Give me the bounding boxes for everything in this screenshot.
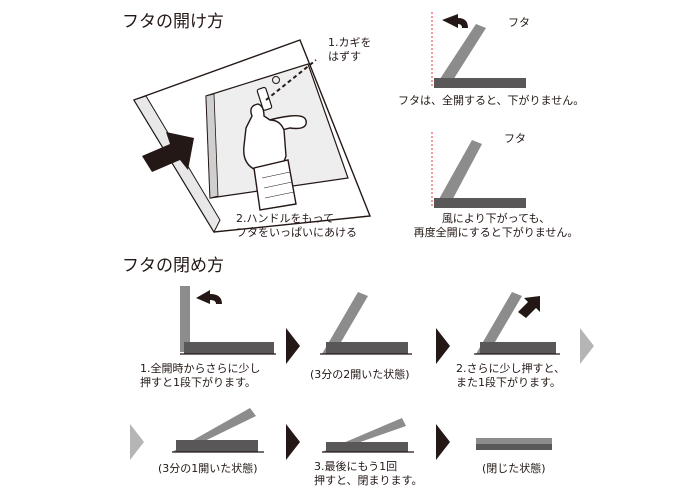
- close-step1-caption: 1.全開時からさらに少し 押すと1段下がります。: [140, 362, 261, 389]
- continue-arrow-icon: [580, 328, 594, 364]
- close-step4-caption: (3分の1開いた状態): [158, 462, 258, 475]
- next-step-arrow-icon: [436, 424, 450, 460]
- step1-unlock-label: 1.カギを はずす: [328, 36, 372, 63]
- curved-arrow-icon: [442, 14, 468, 28]
- lid-label-2: フタ: [504, 132, 526, 145]
- next-step-arrow-icon: [286, 328, 300, 364]
- next-step-arrow-icon: [436, 328, 450, 364]
- close-section-heading: フタの閉め方: [122, 256, 224, 276]
- push-arrow-icon: [142, 132, 194, 172]
- step2-open-label: 2.ハンドルをもって フタをいっぱいにあける: [236, 212, 357, 239]
- close-step4-diagram: [172, 408, 264, 453]
- close-step3-diagram: [474, 292, 560, 355]
- open-section-heading: フタの開け方: [122, 12, 224, 32]
- lid-fully-open-diagram: [431, 12, 526, 88]
- lid-wind-diagram: [431, 132, 526, 208]
- open-lid-illustration: [132, 39, 371, 234]
- close-step6-diagram: [476, 438, 552, 450]
- close-step6-caption: (閉じた状態): [482, 462, 546, 475]
- curved-arrow-icon: [196, 290, 222, 304]
- next-step-arrow-icon: [286, 424, 300, 460]
- close-step2-caption: (3分の2開いた状態): [310, 368, 410, 381]
- close-step3-caption: 2.さらに少し押すと、 また1段下がります。: [456, 362, 566, 389]
- curved-arrow-icon: [518, 296, 540, 318]
- note-1: フタは、全開すると、下がりません。: [398, 94, 585, 107]
- close-step5-caption: 3.最後にもう1回 押すと、閉まります。: [314, 460, 423, 487]
- note-2: 風により下がっても、 再度全開にすると下がりません。: [413, 212, 579, 239]
- close-step5-diagram: [322, 418, 414, 453]
- close-step1-diagram: [180, 286, 276, 355]
- lid-label-1: フタ: [508, 16, 530, 29]
- continue-arrow-icon: [130, 424, 144, 460]
- close-step2-diagram: [320, 292, 412, 355]
